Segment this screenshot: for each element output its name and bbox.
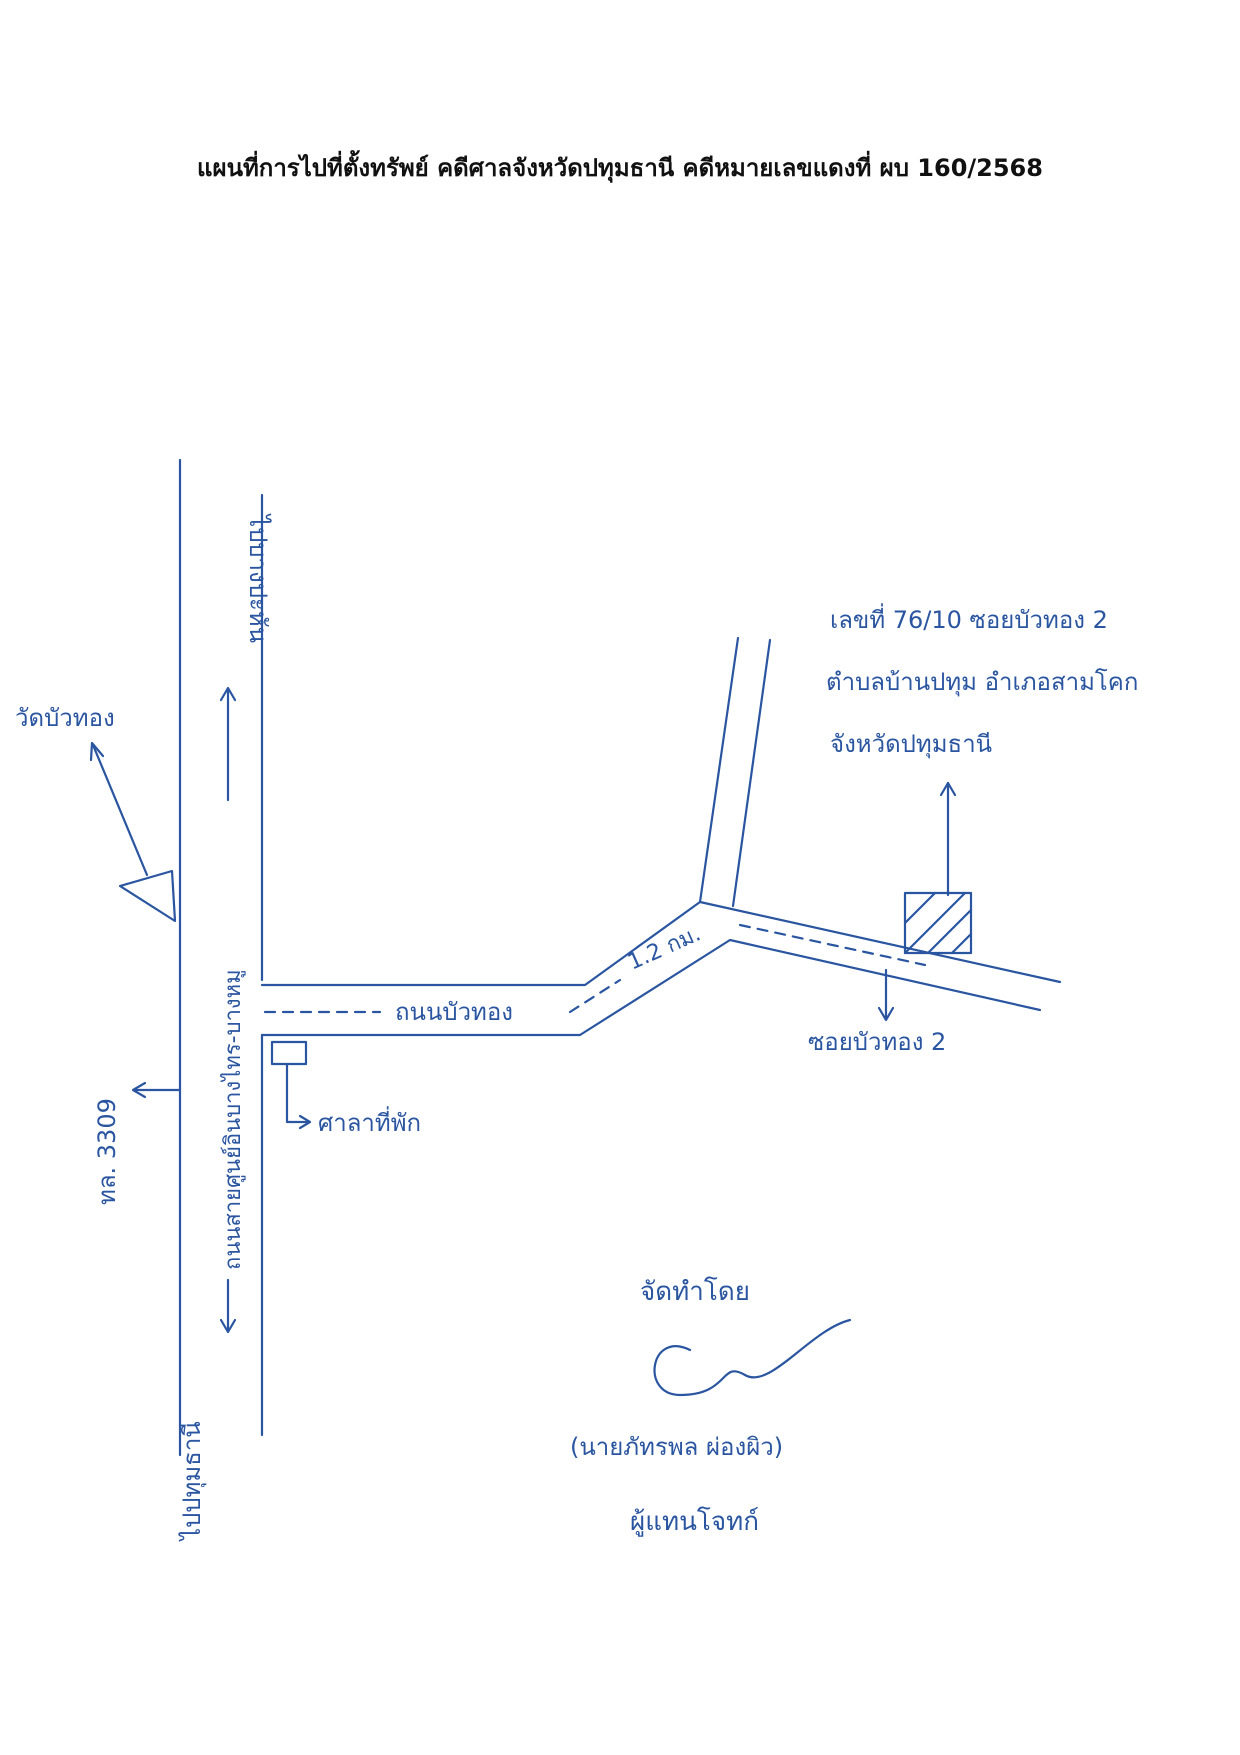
soi-label: ซอยบัวทอง 2 — [808, 1028, 946, 1056]
arrow-head-up — [219, 686, 237, 702]
temple-icon — [118, 869, 177, 923]
shrine-icon — [270, 1040, 308, 1066]
main-road-label: ถนนสายศูนย์อินบางไทร-บางหมู — [220, 969, 246, 1270]
to-bang-pahan-label: ไปบางปะหัน — [244, 513, 272, 643]
signer-name: (นายภัทรพล ผ่องผิว) — [570, 1433, 783, 1461]
bua-thong-road-label: ถนนบัวทอง — [395, 998, 513, 1026]
to-pathum-thani-label: ไปปทุมธานี — [178, 1421, 207, 1542]
route-3309-label: ทล. 3309 — [93, 1098, 121, 1205]
arrow-head-left — [131, 1081, 147, 1099]
property-hatch — [903, 891, 937, 925]
address-line-1: เลขที่ 76/10 ซอยบัวทอง 2 — [830, 603, 1108, 634]
address-line-3: จังหวัดปทุมธานี — [830, 730, 992, 759]
soi-branch-right — [731, 638, 772, 908]
property-pointer-head — [939, 781, 957, 797]
page-title: แผนที่การไปที่ตั้งทรัพย์ คดีศาลจังหวัดปท… — [197, 154, 1043, 182]
shrine-pointer — [285, 1062, 310, 1124]
arrow-head-down — [219, 1318, 237, 1334]
distance-label: 1.2 กม. — [624, 921, 704, 975]
shrine-label: ศาลาที่พัก — [318, 1106, 421, 1137]
route-dashed-line-2 — [568, 978, 622, 1014]
soi-branch-left — [698, 636, 740, 904]
property-hatch — [926, 908, 973, 955]
temple-pointer-line — [91, 743, 149, 877]
signer-role: ผู้แทนโจทก์ — [630, 1506, 759, 1537]
property-hatch — [903, 891, 967, 955]
property-hatch — [950, 932, 973, 955]
signature — [653, 1318, 852, 1397]
made-by-label: จัดทำโดย — [640, 1276, 750, 1307]
address-line-2: ตำบลบ้านปทุม อำเภอสามโคก — [826, 668, 1138, 697]
bua-thong-road-upper-edge — [260, 900, 1062, 987]
route-dashed-line-3 — [738, 923, 927, 967]
shrine-pointer-head — [298, 1114, 312, 1130]
temple-pointer-head — [89, 741, 105, 762]
soi-pointer-head — [877, 1006, 895, 1022]
temple-label: วัดบัวทอง — [15, 704, 115, 732]
